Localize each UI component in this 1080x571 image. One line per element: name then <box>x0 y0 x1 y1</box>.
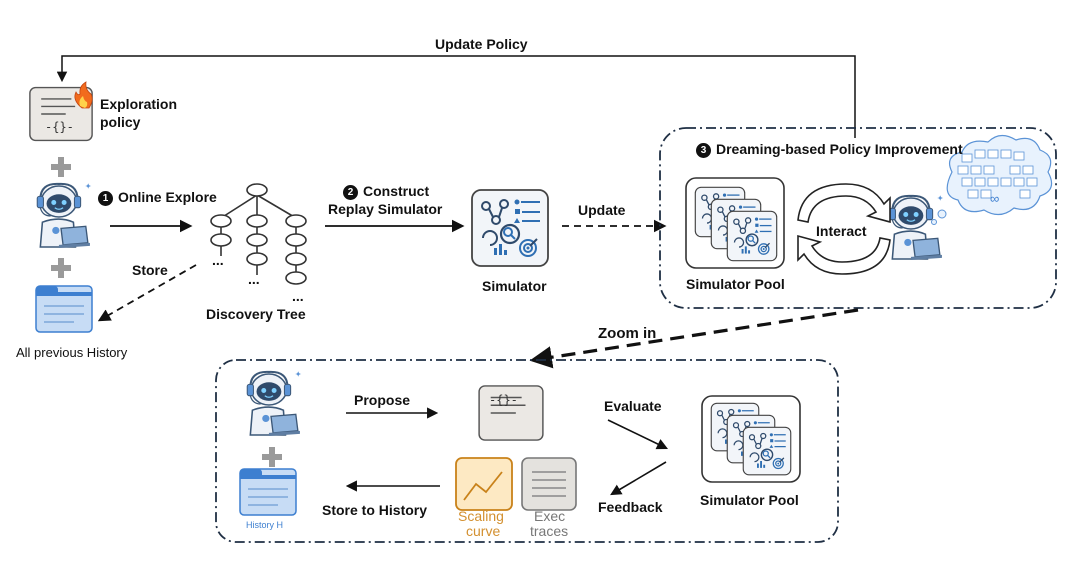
scaling-curve-label-line2: curve <box>466 523 501 539</box>
agent-robot-icon <box>36 181 92 250</box>
online-explore-text: Online Explore <box>118 189 217 205</box>
history-h-doc-icon <box>239 468 297 516</box>
discovery-tree-label: Discovery Tree <box>206 306 306 322</box>
zoom-panel <box>215 359 839 543</box>
store-to-history-label: Store to History <box>322 502 428 518</box>
infinity-symbol: ∞ <box>990 191 1000 206</box>
fire-icon <box>74 81 93 109</box>
agent-robot-icon <box>246 369 302 438</box>
simulator-pool-label: Simulator Pool <box>686 276 785 292</box>
tree-ellipsis-2: ... <box>248 271 260 287</box>
scaling-curve-label-line1: Scaling <box>458 508 504 524</box>
exec-traces-card <box>521 457 577 511</box>
online-explore-label: 1 Online Explore <box>98 189 217 206</box>
simulator-pool-top <box>685 177 785 269</box>
propose-label: Propose <box>354 392 411 408</box>
exec-traces-label-line1: Exec <box>534 508 566 524</box>
tree-ellipsis-3: ... <box>292 288 304 304</box>
interact-cycle-icon <box>797 183 891 275</box>
code-braces-label: -{}- <box>45 120 74 134</box>
store-label: Store <box>132 262 168 278</box>
plus-icon <box>51 258 71 278</box>
thought-cloud-icon <box>931 134 1053 225</box>
update-policy-arrow <box>56 55 856 138</box>
zoom-in-label: Zoom in <box>598 325 657 342</box>
zoom-in-arrow <box>529 308 859 369</box>
exploration-policy-label-line2: policy <box>100 114 141 130</box>
store-arrow <box>97 264 197 322</box>
construct-label-line2: Replay Simulator <box>328 201 443 217</box>
exploration-policy-label-line1: Exploration <box>100 96 178 112</box>
tree-ellipsis-1: ... <box>212 252 224 268</box>
construct-text: Construct <box>363 183 430 199</box>
plus-icon <box>262 447 282 467</box>
simulator-pool-bottom-label: Simulator Pool <box>700 492 799 508</box>
plus-icon <box>51 157 71 177</box>
discovery-tree <box>210 183 307 285</box>
dreaming-text: Dreaming-based Policy Improvement <box>716 141 963 157</box>
construct-label-line1: 2 Construct <box>343 183 429 200</box>
agent-robot-icon <box>888 193 944 262</box>
interact-label: Interact <box>816 223 867 239</box>
dreaming-title: 3 Dreaming-based Policy Improvement <box>696 141 963 158</box>
scaling-curve-card <box>455 457 513 511</box>
feedback-arrow <box>610 461 667 496</box>
step-2-badge: 2 <box>343 185 358 200</box>
simulator-icon <box>470 188 550 268</box>
exploration-policy-doc <box>29 81 93 142</box>
step-3-badge: 3 <box>696 143 711 158</box>
simulator-label: Simulator <box>482 278 547 294</box>
all-previous-history-label: All previous History <box>16 345 128 360</box>
history-doc-icon <box>35 285 93 333</box>
feedback-label: Feedback <box>598 499 663 515</box>
exec-traces-label-line2: traces <box>530 523 569 539</box>
history-h-label: History H <box>246 520 284 530</box>
evaluate-arrow <box>607 419 669 450</box>
dreaming-panel <box>659 127 1057 309</box>
update-label: Update <box>578 202 626 218</box>
policy-code-label: -{}- <box>489 393 518 407</box>
simulator-pool-bottom <box>701 395 801 483</box>
step-1-badge: 1 <box>98 191 113 206</box>
evaluate-label: Evaluate <box>604 398 662 414</box>
update-policy-label: Update Policy <box>435 36 528 52</box>
